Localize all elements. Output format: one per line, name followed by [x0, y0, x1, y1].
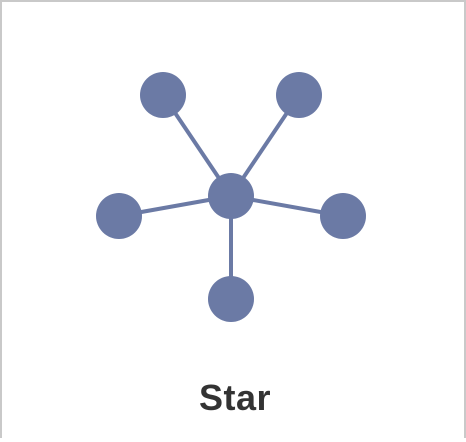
topology-label: Star: [198, 377, 272, 418]
node-bottom: [208, 276, 254, 322]
node-top-right: [276, 72, 322, 118]
node-left: [96, 193, 142, 239]
nodes: [96, 72, 366, 322]
node-right: [320, 193, 366, 239]
node-top-left: [140, 72, 186, 118]
node-hub: [208, 173, 254, 219]
